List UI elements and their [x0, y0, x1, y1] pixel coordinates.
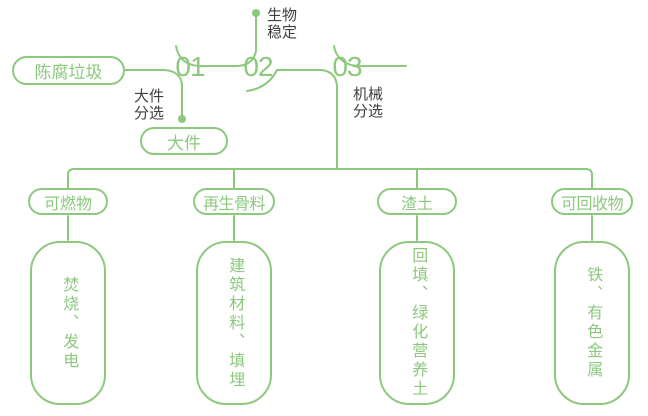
category-label: 再生骨料 [202, 195, 266, 213]
output-box-text: 建筑材料、填埋 [226, 256, 244, 390]
branch-bus-line [67, 168, 593, 191]
hook-step1-drop [163, 69, 183, 116]
source-pill: 陈腐垃圾 [12, 56, 125, 85]
large-item-pill: 大件 [140, 127, 228, 155]
output-box-text: 铁、有色金属 [584, 266, 602, 380]
hook-step3-drop [321, 69, 338, 170]
hook-step1-top [175, 45, 239, 67]
category-label: 可燃物 [43, 195, 92, 213]
source-pill-label: 陈腐垃圾 [34, 63, 103, 82]
dot-bio-stabilize [252, 9, 260, 17]
step-3-number: 03 [332, 51, 362, 82]
category-label: 渣土 [400, 195, 433, 213]
large-item-pill-label: 大件 [167, 133, 201, 153]
category-label: 可回收物 [560, 195, 624, 213]
output-box-slag-soil: 回填、绿化营养土 [379, 241, 455, 405]
hook-step2-riser [237, 16, 257, 67]
category-pill-combustible: 可燃物 [28, 188, 108, 215]
output-box-recyclables: 铁、有色金属 [554, 241, 630, 405]
output-box-text: 焚烧、发电 [60, 275, 78, 371]
step-1-process-label: 大件 分选 [134, 88, 165, 122]
hook-step3-top [333, 45, 407, 67]
category-pill-recycled-aggregate: 再生骨料 [193, 188, 275, 215]
step-2-process-label: 生物 稳定 [267, 7, 298, 41]
step-3-process-label: 机械 分选 [353, 86, 384, 120]
output-box-recycled-aggregate: 建筑材料、填埋 [196, 241, 272, 405]
step-1-number: 01 [175, 51, 205, 82]
step-2-number: 02 [243, 51, 273, 82]
category-pill-slag-soil: 渣土 [377, 188, 457, 215]
swoosh-step2-bottom [246, 69, 323, 92]
category-pill-recyclables: 可回收物 [551, 188, 633, 215]
output-box-text: 回填、绿化营养土 [409, 247, 427, 399]
dot-large-sorting [178, 115, 186, 123]
output-box-combustible: 焚烧、发电 [30, 241, 106, 405]
